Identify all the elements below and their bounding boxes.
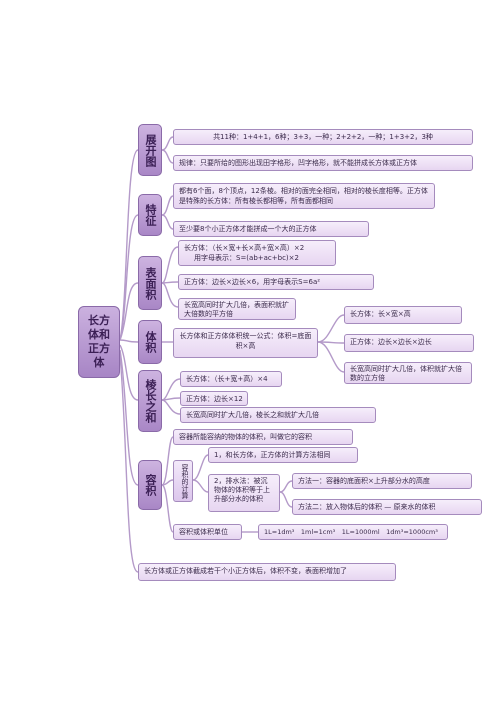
capacity-displacement-note: 2，排水法：被沉物体的体积等于上升部分水的体积 <box>208 474 280 512</box>
volume-scale-note: 长宽高同时扩大几倍，体积就扩大倍数的立方倍 <box>344 362 472 384</box>
edges-scale-note: 长宽高同时扩大几倍，棱长之和就扩大几倍 <box>180 407 376 423</box>
link-root-features <box>119 214 139 341</box>
root-node: 长方体和正方体 <box>78 306 120 378</box>
link-root-volume <box>119 339 139 343</box>
expand-count-note: 共11种：1+4+1，6种；3+3，一种；2+2+2，一种；1+3+2，3种 <box>173 129 473 145</box>
edges-cuboid-note: 长方体：（长+宽+高）×4 <box>180 371 282 387</box>
category-edges: 棱长之和 <box>138 370 162 432</box>
category-features: 特征 <box>138 194 162 236</box>
surface-cube-note: 正方体：边长×边长×6，用字母表示S=6a² <box>178 274 374 290</box>
link-root-capacity <box>119 349 139 486</box>
capacity-unit-conversions: 1L=1dm³ 1ml=1cm³ 1L=1000ml 1dm³=1000cm³ <box>258 524 448 540</box>
surface-cuboid-note: 长方体：（长×宽+长×高+宽×高）×2 用字母表示：S=(ab+ac+bc)×2 <box>178 240 336 266</box>
capacity-calc-node: 容积的计算 <box>173 460 193 502</box>
root-label: 长方体和正方体 <box>88 314 110 369</box>
volume-cube-note: 正方体：边长×边长×边长 <box>344 334 474 352</box>
edges-cube-note: 正方体：边长×12 <box>180 391 248 406</box>
category-surface: 表面积 <box>138 256 162 310</box>
capacity-method-one: 方法一：容器的底面积×上升部分水的高度 <box>292 473 472 489</box>
capacity-units-node: 容积或体积单位 <box>173 524 242 540</box>
category-volume: 体积 <box>138 320 162 364</box>
features-note: 都有6个面，8个顶点，12条棱。相对的面完全相同，相对的棱长度相等。正方体是特殊… <box>173 183 435 209</box>
volume-formula-note: 长方体和正方体体积统一公式：体积=底面积×高 <box>173 328 318 358</box>
category-capacity: 容积 <box>138 460 162 510</box>
volume-cuboid-note: 长方体：长×宽×高 <box>344 306 462 324</box>
bottom-note: 长方体或正方体截成若干个小正方体后，体积不变，表面积增加了 <box>138 563 396 581</box>
capacity-definition: 容器所能容纳的物体的体积，叫做它的容积 <box>173 429 353 445</box>
capacity-method-two: 方法二：放入物体后的体积 — 原来水的体积 <box>292 499 482 515</box>
link-root-surface <box>119 282 139 341</box>
category-expand: 展开图 <box>138 124 162 176</box>
link-root-bottom <box>119 354 139 573</box>
surface-scale-note: 长宽高同时扩大几倍，表面积就扩大倍数的平方倍 <box>178 298 296 320</box>
link-root-edges <box>119 344 139 401</box>
capacity-calc-same-note: 1，和长方体，正方体的计算方法相同 <box>208 447 358 463</box>
features-cube-note: 至少要8个小正方体才能拼成一个大的正方体 <box>173 221 369 237</box>
expand-rule-note: 规律：只要所给的图形出现田字格形，凹字格形，就不能拼成长方体或正方体 <box>173 155 473 171</box>
